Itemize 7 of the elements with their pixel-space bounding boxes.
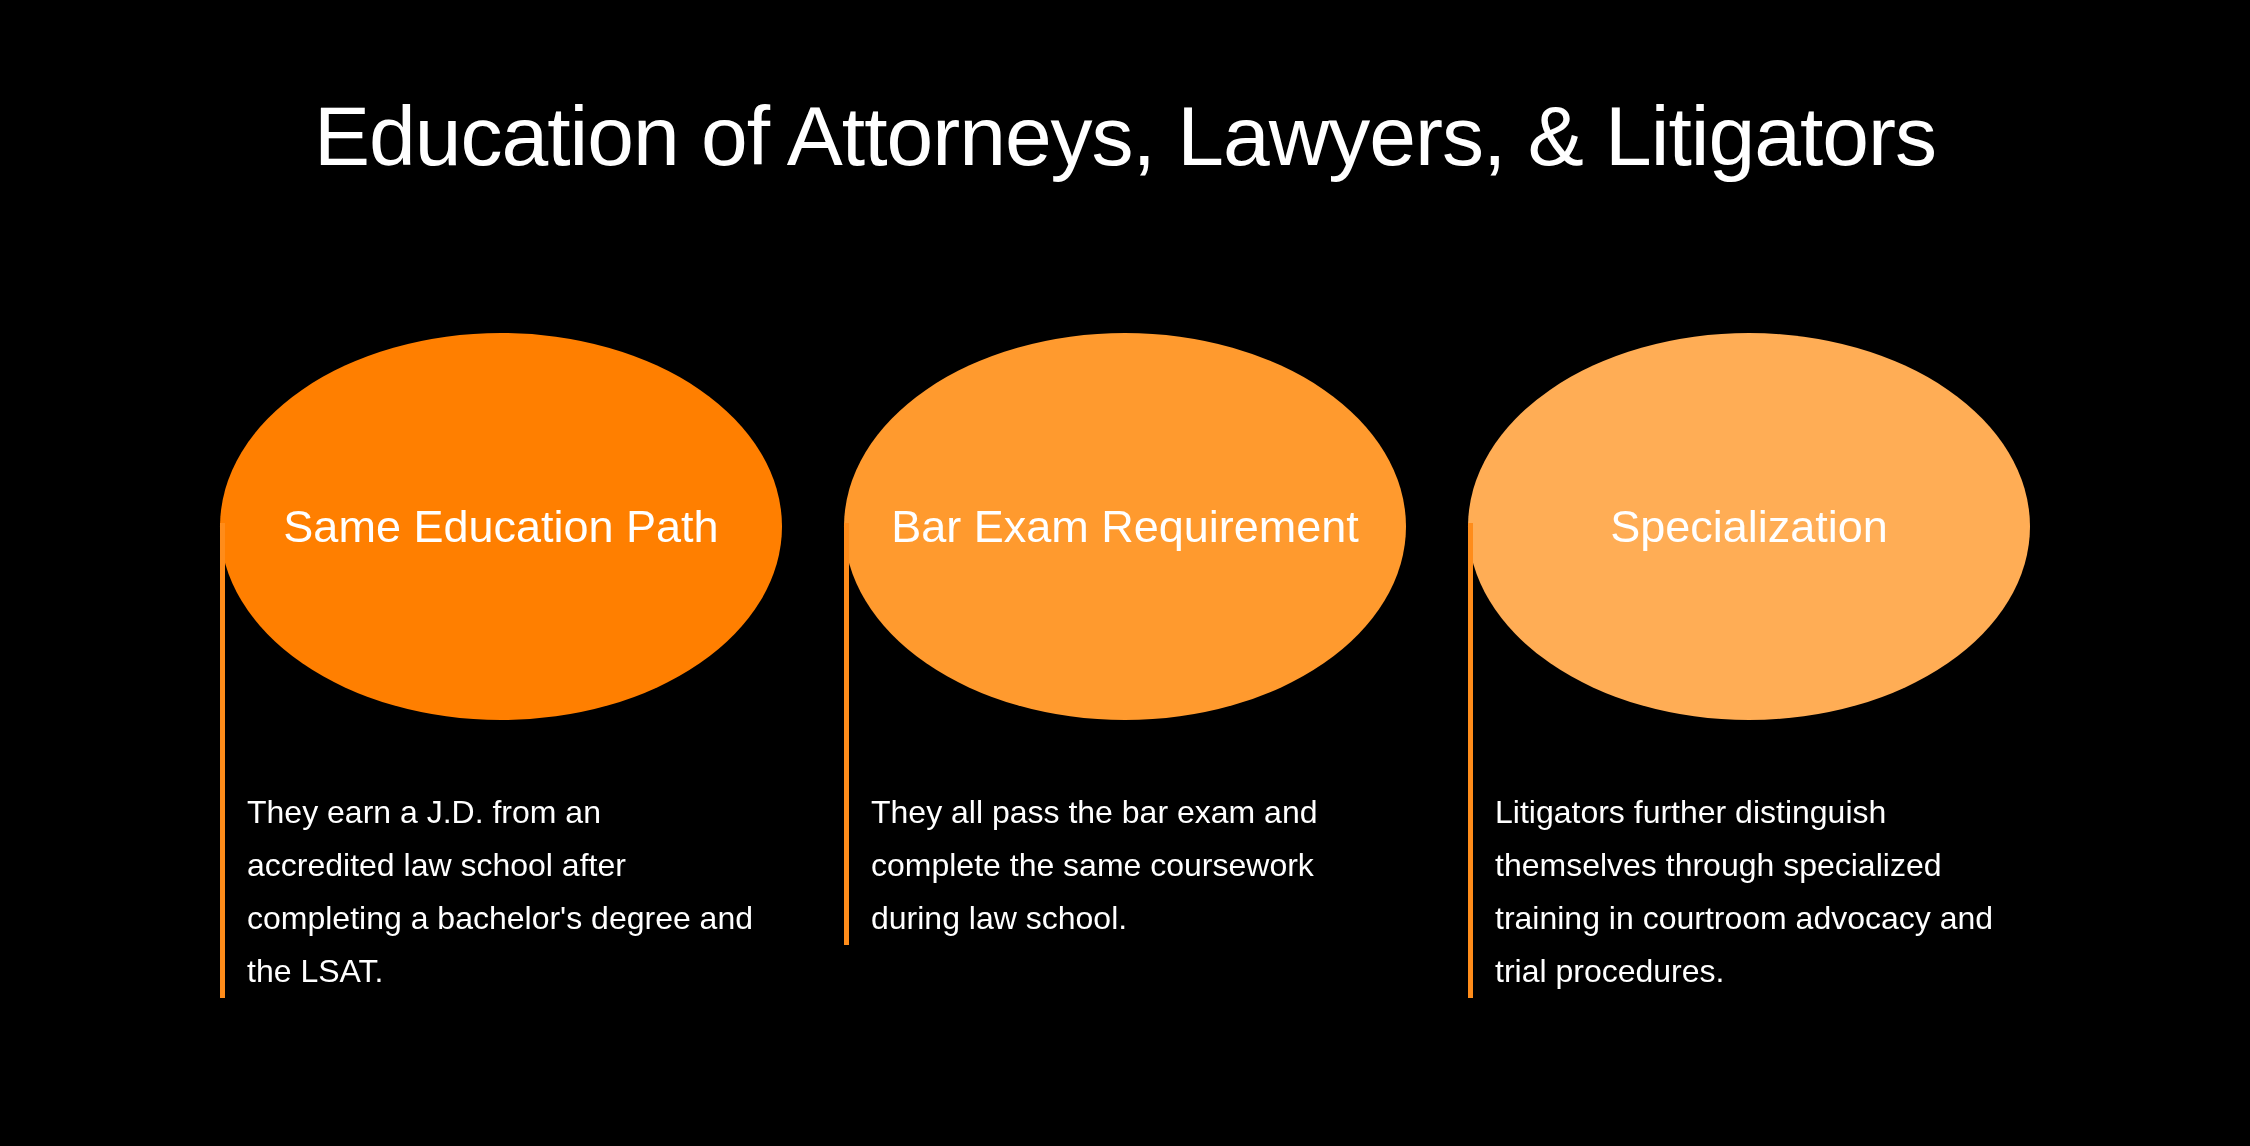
node-heading: Specialization	[1609, 500, 1889, 553]
description-text: They all pass the bar exam and complete the same coursework during law school.	[871, 793, 1319, 938]
description-text: They earn a J.D. from an accredited law school after completing a bachelor's degree and the LSAT.	[247, 793, 754, 991]
title: Education of Attorneys, Lawyers, & Litigators	[313, 88, 1937, 185]
node-heading: Same Education Path	[282, 500, 720, 553]
description-text: Litigators further distinguish themselves through specialized training in courtroom advocacy and trial procedures.	[1495, 793, 1995, 991]
node-heading: Bar Exam Requirement	[890, 500, 1360, 553]
